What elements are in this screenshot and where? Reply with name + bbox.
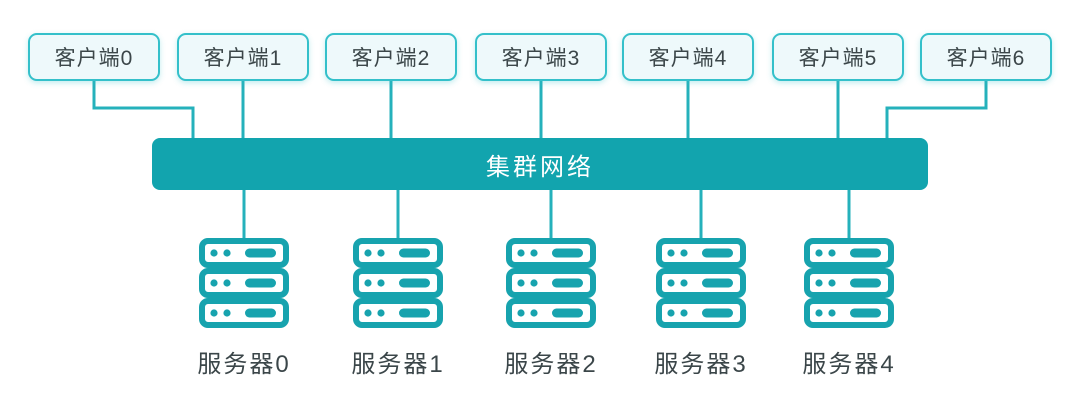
client-node-4: 客户端4 bbox=[622, 33, 754, 81]
client-node-2: 客户端2 bbox=[325, 33, 457, 81]
client-label: 客户端4 bbox=[648, 47, 728, 70]
server-node-0 bbox=[198, 238, 290, 328]
server-rack-icon bbox=[199, 238, 289, 328]
server-label: 服务器1 bbox=[351, 351, 445, 378]
cluster-network-label: 集群网络 bbox=[486, 153, 594, 181]
server-rack-icon bbox=[353, 238, 443, 328]
client-node-1: 客户端1 bbox=[177, 33, 309, 81]
client-label: 客户端3 bbox=[501, 47, 581, 70]
client-label: 客户端2 bbox=[351, 47, 431, 70]
server-rack-icon bbox=[506, 238, 596, 328]
server-node-3 bbox=[655, 238, 747, 328]
server-node-1 bbox=[352, 238, 444, 328]
client-label: 客户端1 bbox=[203, 47, 283, 70]
client-node-6: 客户端6 bbox=[920, 33, 1052, 81]
server-node-2 bbox=[505, 238, 597, 328]
client-label: 客户端5 bbox=[798, 47, 878, 70]
server-node-4 bbox=[803, 238, 895, 328]
client-label: 客户端6 bbox=[946, 47, 1026, 70]
client-node-3: 客户端3 bbox=[475, 33, 607, 81]
client-node-5: 客户端5 bbox=[772, 33, 904, 81]
server-rack-icon bbox=[656, 238, 746, 328]
server-rack-icon bbox=[804, 238, 894, 328]
server-label: 服务器4 bbox=[802, 351, 896, 378]
server-label: 服务器3 bbox=[654, 351, 748, 378]
server-label: 服务器0 bbox=[197, 351, 291, 378]
client-node-0: 客户端0 bbox=[28, 33, 160, 81]
server-label: 服务器2 bbox=[504, 351, 598, 378]
cluster-network-bar: 集群网络 bbox=[152, 138, 928, 190]
client-label: 客户端0 bbox=[54, 47, 134, 70]
